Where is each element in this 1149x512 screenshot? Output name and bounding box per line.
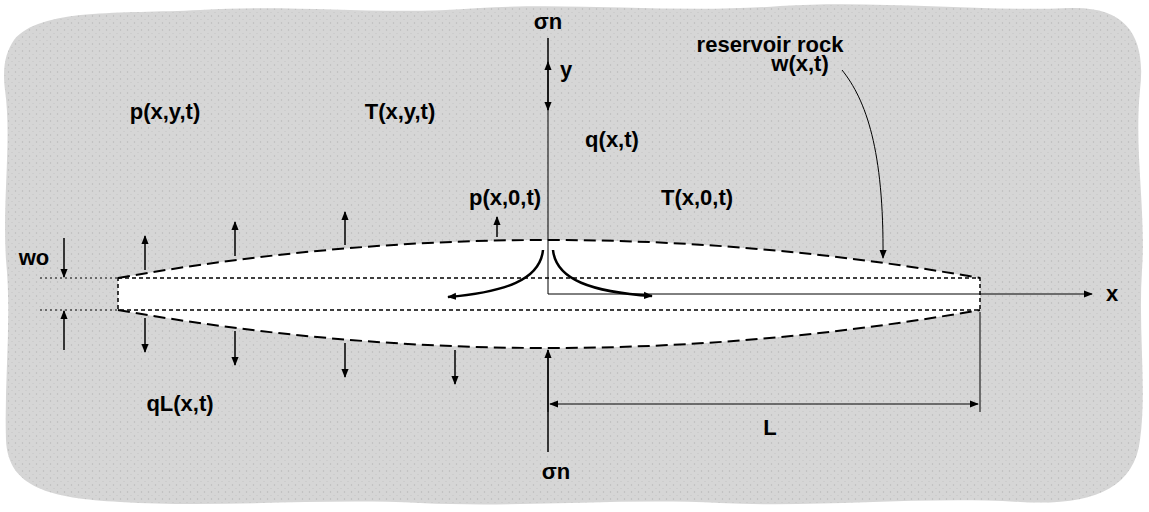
rock-region (4, 4, 1143, 504)
temperature-symbol: T(x,0,t) (661, 186, 733, 210)
pressure-symbol: p(x,y,t) (130, 100, 200, 124)
wo-arrow (63, 311, 65, 350)
temperature-symbol: T(x,y,t) (365, 100, 435, 124)
stress-symbol: σn (542, 460, 571, 484)
stress-symbol: σn (534, 10, 563, 34)
leakoff-arrows (145, 212, 497, 384)
dimension-ticks (548, 312, 980, 412)
flow-arrow (448, 250, 543, 297)
flow-symbol: q(x,t) (585, 128, 639, 152)
dimension-line (550, 404, 978, 405)
width-symbol: w(x,t) (771, 52, 828, 76)
axis-name: y (560, 58, 572, 82)
stress-arrow (547, 38, 549, 110)
dimension-label: L (763, 416, 776, 440)
axis-name: x (1106, 282, 1118, 306)
pressure-symbol: p(x,0,t) (469, 186, 541, 210)
width-symbol: wo (19, 246, 50, 270)
wo-arrow (63, 238, 65, 277)
leakoff-symbol: qL(x,t) (146, 392, 213, 416)
wo-extension-lines (40, 278, 118, 310)
flow-arrow (553, 250, 652, 296)
leader-line (842, 70, 883, 258)
